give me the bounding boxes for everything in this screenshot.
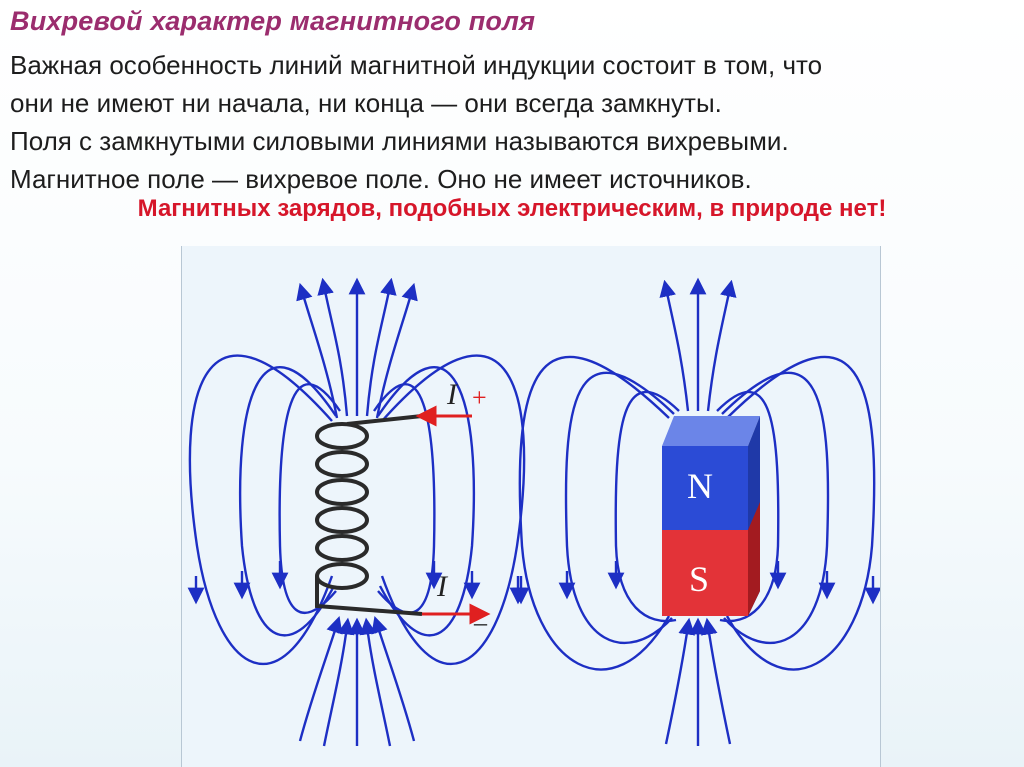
magnet-field [518,277,876,746]
paragraph-line: Важная особенность линий магнитной индук… [10,50,823,80]
paragraph-line: Магнитное поле — вихревое поле. Оно не и… [10,164,752,194]
solenoid-field [188,277,526,747]
north-pole-label: N [687,466,713,506]
current-label-bottom: I [436,570,449,603]
current-sign-bottom: – [473,608,488,637]
slide-title: Вихревой характер магнитного поля [10,6,536,36]
field-lines-figure: I + I – [181,246,881,767]
paragraph-line: Поля с замкнутыми силовыми линиями назыв… [10,126,789,156]
current-sign-top: + [472,383,487,412]
south-pole-label: S [689,559,709,599]
body-text: Важная особенность линий магнитной индук… [10,46,1014,198]
bar-magnet [662,416,760,616]
solenoid-coil [315,414,423,616]
current-label-top: I [446,378,459,411]
current-arrows [415,405,491,625]
highlight-statement: Магнитных зарядов, подобных электрически… [137,195,887,222]
paragraph-line: они не имеют ни начала, ни конца — они в… [10,88,722,118]
